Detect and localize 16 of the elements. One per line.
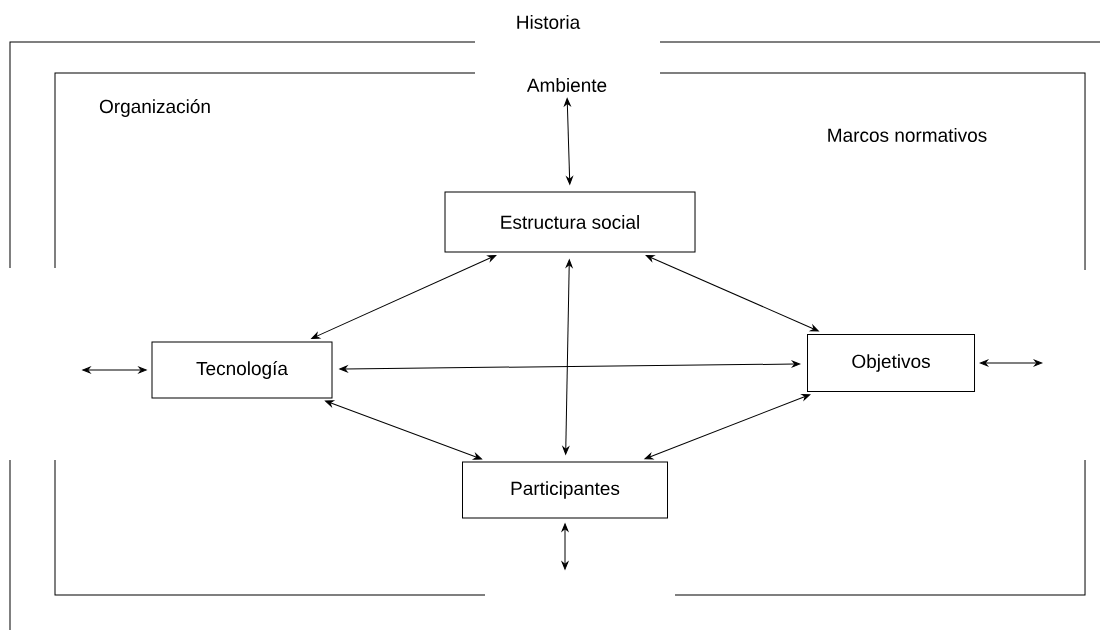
- arrow: [339, 360, 801, 373]
- arrow: [644, 394, 811, 460]
- label: Organización: [99, 99, 210, 117]
- arrow: [979, 359, 1043, 367]
- arrow: [561, 523, 569, 570]
- process-box: Objetivos: [807, 334, 975, 392]
- arrow: [564, 98, 573, 185]
- arrow: [645, 254, 819, 332]
- process-box: Tecnología: [151, 341, 333, 399]
- arrow: [562, 259, 573, 455]
- arrow: [311, 255, 497, 339]
- arrow: [325, 400, 482, 460]
- label: Marcos normativos: [828, 128, 987, 142]
- process-box: Participantes: [462, 461, 668, 519]
- arrow: [82, 366, 147, 374]
- process-box: Estructura social: [444, 191, 696, 253]
